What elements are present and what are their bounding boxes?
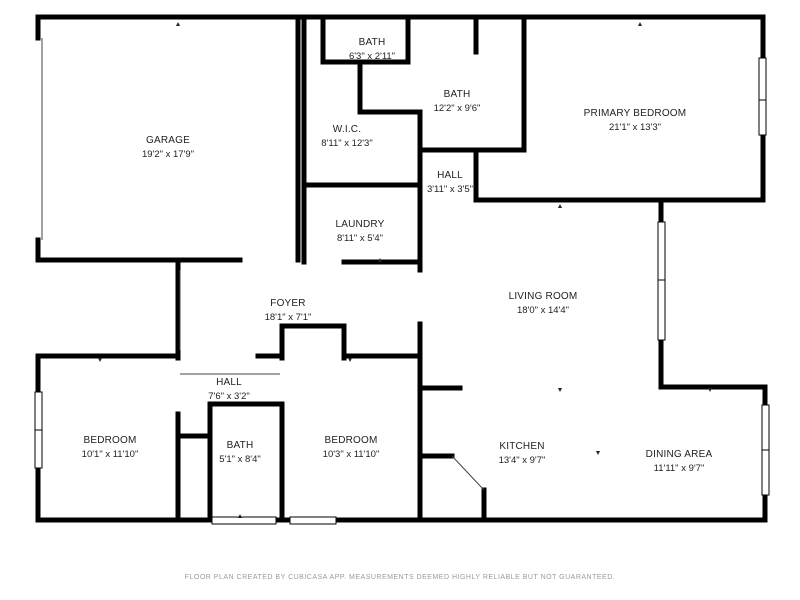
floor-plan-credit: FLOOR PLAN CREATED BY CUBICASA APP. MEAS… bbox=[184, 574, 616, 581]
room-label-dining-area: DINING AREA bbox=[645, 449, 713, 460]
room-label-bath-top: BATH bbox=[358, 37, 386, 48]
room-dimensions-living-room: 18'0" x 14'4" bbox=[516, 305, 570, 316]
room-dimensions-laundry: 8'11" x 5'4" bbox=[336, 233, 384, 244]
room-label-bedroom-left: BEDROOM bbox=[83, 435, 137, 446]
window-bedroom-mid bbox=[289, 516, 337, 525]
window-primary bbox=[758, 57, 767, 136]
tick-mark bbox=[558, 204, 562, 208]
room-label-bedroom-mid: BEDROOM bbox=[324, 435, 378, 446]
window-bath-bottom bbox=[211, 516, 277, 525]
room-dimensions-bedroom-left: 10'1" x 11'10" bbox=[81, 449, 139, 460]
room-label-hall-bottom: HALL bbox=[216, 377, 242, 388]
tick-mark bbox=[596, 451, 600, 455]
room-dimensions-kitchen: 13'4" x 9'7" bbox=[498, 455, 546, 466]
room-dimensions-dining-area: 11'11" x 9'7" bbox=[653, 463, 705, 474]
room-label-primary-bedroom: PRIMARY BEDROOM bbox=[583, 108, 687, 119]
room-label-bath-main: BATH bbox=[443, 89, 471, 100]
tick-mark bbox=[176, 22, 180, 26]
tick-mark bbox=[348, 358, 352, 362]
tick-mark bbox=[708, 388, 712, 392]
room-dimensions-bedroom-mid: 10'3" x 11'10" bbox=[322, 449, 380, 460]
room-dimensions-wic: 8'11" x 12'3" bbox=[321, 138, 373, 149]
door-swing-kitchen bbox=[451, 455, 485, 491]
window-living bbox=[657, 221, 666, 341]
room-dimensions-bath-bottom: 5'1" x 8'4" bbox=[219, 454, 261, 465]
room-label-bath-bottom: BATH bbox=[226, 440, 254, 451]
room-label-laundry: LAUNDRY bbox=[335, 219, 385, 230]
room-dimensions-hall-bottom: 7'6" x 3'2" bbox=[208, 391, 250, 402]
room-label-living-room: LIVING ROOM bbox=[508, 291, 578, 302]
room-dimensions-primary-bedroom: 21'1" x 13'3" bbox=[608, 122, 662, 133]
room-label-hall-top: HALL bbox=[437, 170, 463, 181]
room-dimensions-foyer: 18'1" x 7'1" bbox=[264, 312, 312, 323]
tick-mark bbox=[638, 22, 642, 26]
tick-mark bbox=[378, 258, 382, 262]
room-dimensions-garage: 19'2" x 17'9" bbox=[141, 149, 195, 160]
room-dimensions-hall-top: 3'11" x 3'5" bbox=[426, 184, 474, 195]
tick-mark bbox=[238, 514, 242, 518]
tick-mark bbox=[98, 358, 102, 362]
tick-mark bbox=[558, 388, 562, 392]
room-label-foyer: FOYER bbox=[270, 298, 306, 309]
room-dimensions-bath-top: 6'3" x 2'11" bbox=[348, 51, 396, 62]
room-dimensions-bath-main: 12'2" x 9'6" bbox=[433, 103, 481, 114]
room-label-garage: GARAGE bbox=[146, 135, 190, 146]
room-label-kitchen: KITCHEN bbox=[499, 441, 545, 452]
room-label-wic: W.I.C. bbox=[332, 124, 362, 135]
